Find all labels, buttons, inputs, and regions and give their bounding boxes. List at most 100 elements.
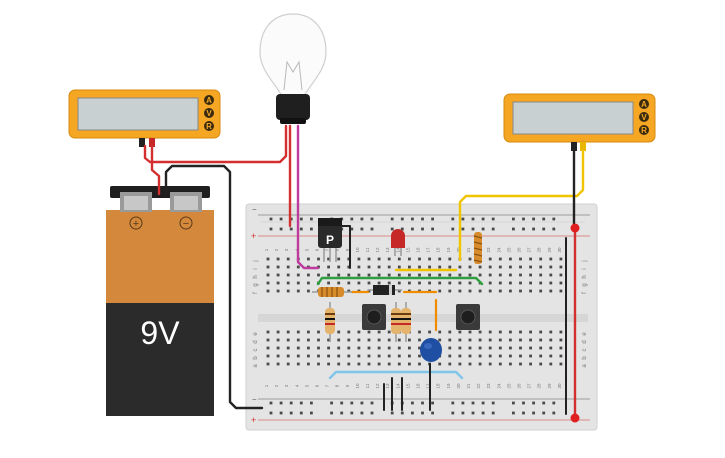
breadboard-hole[interactable] [418,362,421,366]
breadboard-hole[interactable] [509,330,512,334]
rail-connector-bottom[interactable] [570,413,580,423]
breadboard-hole[interactable] [340,411,344,415]
breadboard-hole[interactable] [350,401,354,405]
breadboard-hole[interactable] [377,273,381,277]
breadboard-hole[interactable] [266,330,270,334]
breadboard-hole[interactable] [519,257,522,261]
breadboard-hole[interactable] [266,346,270,350]
breadboard-hole[interactable] [468,257,472,261]
breadboard-hole[interactable] [269,227,273,231]
breadboard-hole[interactable] [488,362,492,366]
breadboard-hole[interactable] [418,354,421,358]
breadboard-hole[interactable] [529,354,532,358]
breadboard-hole[interactable] [522,401,525,405]
breadboard-hole[interactable] [317,346,320,350]
breadboard-hole[interactable] [458,281,462,285]
multimeter-left-probe-red[interactable] [149,138,155,147]
breadboard-hole[interactable] [458,362,462,366]
breadboard-hole[interactable] [498,354,502,358]
breadboard-hole[interactable] [367,354,371,358]
breadboard-hole[interactable] [428,257,431,261]
breadboard-hole[interactable] [559,281,563,285]
breadboard-hole[interactable] [458,354,462,358]
breadboard-hole[interactable] [448,346,452,350]
breadboard-hole[interactable] [400,411,404,415]
breadboard-hole[interactable] [408,362,411,366]
breadboard-hole[interactable] [266,289,270,293]
breadboard-hole[interactable] [488,330,492,334]
breadboard-hole[interactable] [559,338,563,342]
breadboard-hole[interactable] [327,281,330,285]
breadboard-hole[interactable] [512,411,515,415]
breadboard-hole[interactable] [509,265,512,269]
multimeter-left-probe-black[interactable] [139,138,145,147]
breadboard-hole[interactable] [461,217,465,221]
breadboard-hole[interactable] [559,362,563,366]
breadboard-hole[interactable] [337,265,341,269]
breadboard-hole[interactable] [276,289,280,293]
breadboard-hole[interactable] [408,354,411,358]
breadboard-hole[interactable] [286,281,290,285]
breadboard-hole[interactable] [357,354,361,358]
breadboard-hole[interactable] [491,401,495,405]
breadboard-hole[interactable] [266,265,270,269]
breadboard-hole[interactable] [529,265,532,269]
breadboard-hole[interactable] [539,257,543,261]
breadboard-hole[interactable] [286,354,290,358]
breadboard-hole[interactable] [549,338,553,342]
pushbutton-2[interactable] [456,304,480,330]
breadboard-hole[interactable] [397,338,401,342]
breadboard-hole[interactable] [397,362,401,366]
breadboard-hole[interactable] [327,346,330,350]
breadboard-hole[interactable] [337,281,341,285]
breadboard-hole[interactable] [296,289,300,293]
breadboard-hole[interactable] [296,362,300,366]
breadboard-hole[interactable] [529,346,532,350]
breadboard-hole[interactable] [539,265,543,269]
breadboard-hole[interactable] [276,273,280,277]
rail-connector-top[interactable] [570,223,580,233]
breadboard-hole[interactable] [337,338,341,342]
breadboard-hole[interactable] [296,346,300,350]
breadboard-hole[interactable] [529,281,532,285]
breadboard-hole[interactable] [498,338,502,342]
breadboard-hole[interactable] [468,265,472,269]
breadboard-hole[interactable] [276,281,280,285]
breadboard-hole[interactable] [509,281,512,285]
breadboard-hole[interactable] [488,338,492,342]
multimeter-left-mode-r[interactable]: R [204,121,214,131]
breadboard-hole[interactable] [347,338,351,342]
breadboard-hole[interactable] [468,281,472,285]
breadboard-hole[interactable] [519,289,522,293]
breadboard-hole[interactable] [481,227,485,231]
breadboard-hole[interactable] [310,411,313,415]
breadboard-hole[interactable] [431,217,434,221]
breadboard-hole[interactable] [539,346,543,350]
breadboard-hole[interactable] [327,265,330,269]
breadboard-hole[interactable] [478,330,482,334]
breadboard-hole[interactable] [488,289,492,293]
multimeter-right-mode-v[interactable]: V [639,112,649,122]
breadboard-hole[interactable] [519,346,522,350]
resistor-1[interactable] [325,302,335,342]
breadboard-hole[interactable] [542,401,546,405]
breadboard-hole[interactable] [357,273,361,277]
breadboard-hole[interactable] [428,273,431,277]
breadboard-hole[interactable] [549,354,553,358]
breadboard-hole[interactable] [488,257,492,261]
breadboard-hole[interactable] [428,281,431,285]
breadboard-hole[interactable] [387,257,391,261]
breadboard-hole[interactable] [350,217,354,221]
breadboard-hole[interactable] [269,401,273,405]
breadboard-hole[interactable] [438,289,442,293]
breadboard-hole[interactable] [498,346,502,350]
breadboard-hole[interactable] [307,273,310,277]
wire-magenta-bulb[interactable] [296,124,320,270]
breadboard-hole[interactable] [307,362,310,366]
breadboard-hole[interactable] [279,411,283,415]
breadboard-hole[interactable] [418,330,421,334]
breadboard-hole[interactable] [347,273,351,277]
breadboard-hole[interactable] [350,227,354,231]
breadboard-hole[interactable] [539,273,543,277]
breadboard-hole[interactable] [269,217,273,221]
